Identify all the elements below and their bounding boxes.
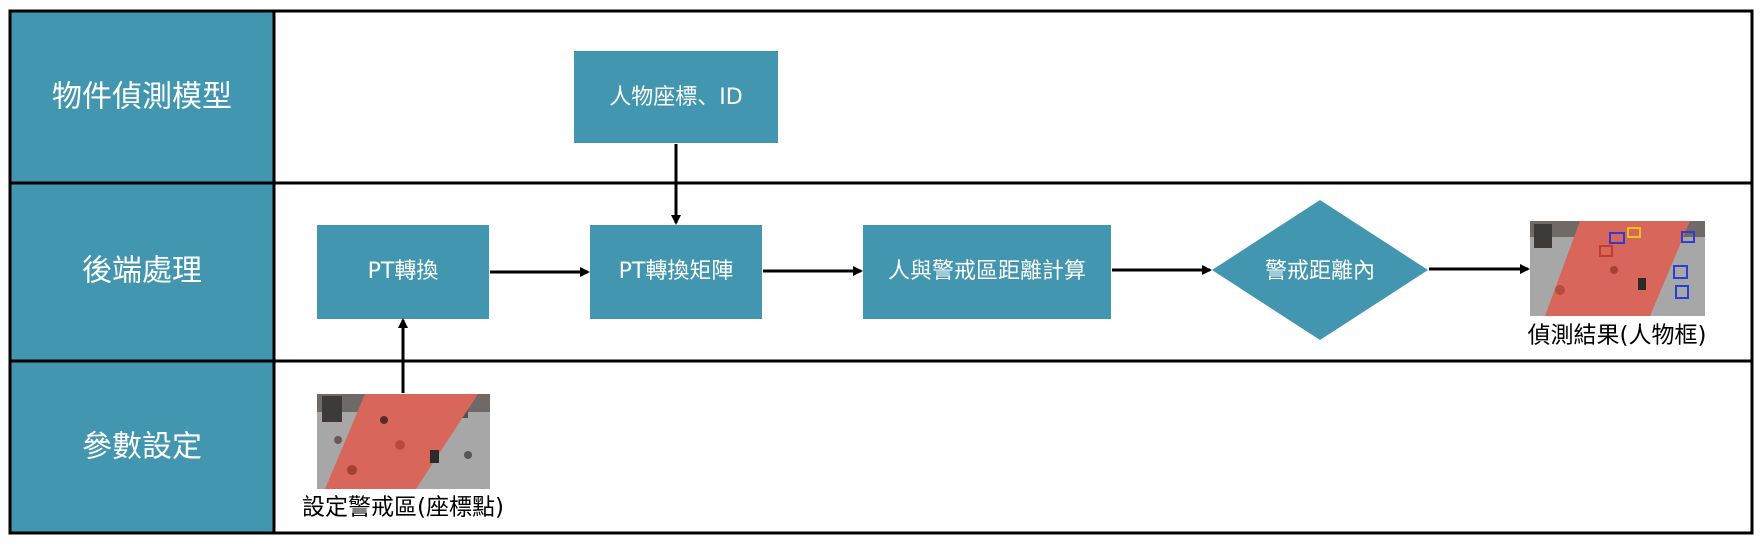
node-pt-matrix-label: PT轉換矩陣 xyxy=(619,259,734,284)
node-coords-id-label: 人物座標、ID xyxy=(609,85,742,110)
lane-header-detection xyxy=(11,12,273,182)
node-distance-calc xyxy=(863,225,1111,319)
lane-label-detection: 物件偵測模型 xyxy=(52,80,232,115)
lane-header-params xyxy=(11,362,273,532)
node-within-distance xyxy=(1212,200,1428,340)
node-pt-transform xyxy=(317,225,489,319)
lane-header-backend xyxy=(11,184,273,360)
caption-detect-result: 偵測結果(人物框) xyxy=(1528,323,1707,349)
lane-label-backend: 後端處理 xyxy=(82,254,202,289)
lane-label-params: 參數設定 xyxy=(82,430,202,465)
node-within-distance-label: 警戒距離內 xyxy=(1265,259,1375,284)
caption-set-zone: 設定警戒區(座標點) xyxy=(302,495,504,521)
walkway-photo-icon xyxy=(317,394,490,489)
node-coords-id xyxy=(574,51,778,143)
node-pt-transform-label: PT轉換 xyxy=(368,259,439,284)
node-pt-matrix xyxy=(590,225,762,319)
node-distance-calc-label: 人與警戒區距離計算 xyxy=(888,259,1086,284)
walkway-photo-with-boxes-icon xyxy=(1530,221,1705,316)
lane-grid xyxy=(8,9,1754,535)
